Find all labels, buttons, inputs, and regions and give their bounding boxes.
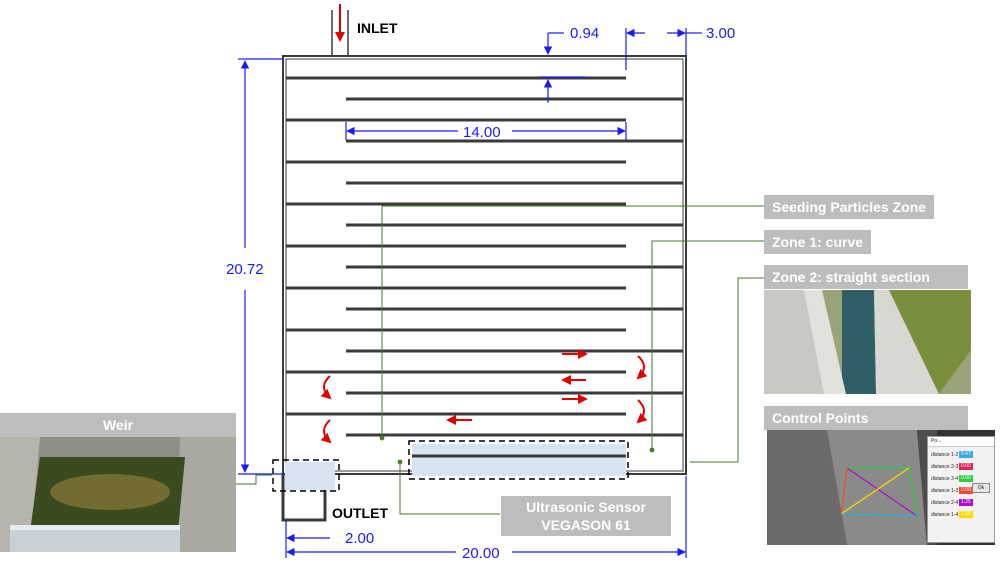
dialog-row-value: 0.00 [959, 487, 973, 494]
leader-weir [236, 474, 272, 485]
sensor-zone [412, 444, 626, 476]
dim-end-gap [625, 28, 702, 70]
dim-baffle-length-label: 14.00 [463, 124, 501, 141]
dim-baffle-gap-label: 0.94 [570, 25, 599, 42]
dialog-row-label: distance 2-4 [931, 500, 959, 506]
weir-photo-image [0, 437, 236, 552]
flow-curve-right-1 [636, 355, 648, 380]
zone1-label: Zone 1: curve [764, 230, 872, 254]
leader-sensor [397, 459, 500, 515]
outlet-label: OUTLET [332, 505, 388, 521]
dialog-row-value: 0.00 [959, 463, 973, 470]
dim-width-label: 20.00 [462, 545, 500, 562]
flow-curve-right-2 [636, 399, 648, 424]
flow-curve-left-1 [320, 375, 332, 400]
dialog-row-label: distance 3-4 [931, 476, 959, 482]
dialog-ok-button[interactable]: Ok [972, 483, 990, 493]
leader-zone2 [690, 277, 764, 463]
outlet-channel [272, 459, 340, 522]
sensor-label: Ultrasonic Sensor VEGASON 61 [501, 496, 671, 536]
dialog-row-label: distance 1-4 [931, 512, 959, 518]
leader-seeding [379, 205, 764, 441]
zone2-label: Zone 2: straight section [764, 265, 968, 289]
control-points-label: Control Points [764, 406, 968, 430]
dialog-row-value: 0.00 [959, 475, 973, 482]
dim-width [286, 476, 687, 558]
dialog-row-label: distance 1-2 [931, 452, 959, 458]
dim-outlet-width-label: 2.00 [345, 530, 374, 547]
dim-height [238, 58, 283, 475]
leader-lines [236, 205, 764, 515]
leader-zone1 [649, 240, 764, 453]
dim-baffle-length [345, 122, 627, 140]
dialog-row-value: 1.25 [959, 511, 973, 518]
weir-label: Weir [0, 413, 236, 437]
sensor-label-line1: Ultrasonic Sensor [526, 499, 646, 515]
inlet-pipe [331, 4, 349, 56]
dim-height-label: 20.72 [226, 261, 264, 278]
zone2-photo [764, 290, 971, 394]
sensor-label-line2: VEGASON 61 [541, 517, 631, 533]
dim-outlet-width [285, 520, 330, 558]
seeding-zone-label: Seeding Particles Zone [764, 195, 935, 219]
dialog-row-value: 1.25 [959, 499, 973, 506]
dialog-title: Po... [928, 437, 994, 447]
outlet-zone-box [272, 459, 340, 492]
dim-baffle-gap [540, 32, 585, 103]
baffles [286, 76, 683, 437]
flow-curve-left-2 [320, 419, 332, 444]
dialog-row-label: distance 2-3 [931, 464, 959, 470]
flow-arrows [320, 349, 648, 444]
dialog-row-label: distance 1-3 [931, 488, 959, 494]
dialog-row-value: 5.47 [959, 451, 973, 458]
sensor-zone-box [408, 440, 629, 480]
inlet-label: INLET [357, 20, 398, 36]
weir-photo [0, 437, 236, 552]
dim-end-gap-label: 3.00 [706, 25, 735, 42]
zone2-photo-image [764, 290, 971, 394]
